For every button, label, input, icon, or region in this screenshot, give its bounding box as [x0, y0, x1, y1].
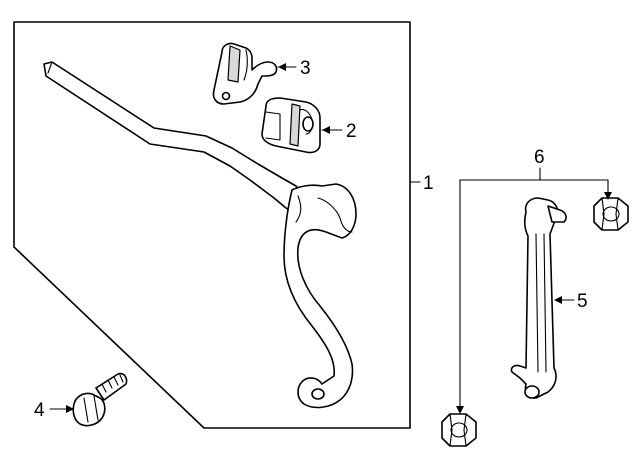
bracket: 3 [212, 42, 311, 105]
callout-label-1: 1 [423, 173, 434, 194]
bar-end-eye [311, 388, 325, 400]
lower-nut [441, 413, 477, 447]
leader-arrow-6-left [456, 406, 464, 414]
stabilizer-bar [43, 61, 357, 409]
bolt: 4 [34, 372, 128, 427]
leader-arrow-3 [278, 63, 286, 71]
leader-arrow-2 [322, 126, 330, 134]
callout-6: 6 [456, 147, 612, 414]
callout-label-3: 3 [300, 58, 311, 79]
leader-arrow-4 [66, 405, 74, 413]
callout-label-4: 4 [34, 400, 45, 421]
callout-label-2: 2 [346, 121, 357, 142]
upper-nut [593, 197, 629, 231]
leader-arrow-6-right [604, 192, 612, 200]
callout-label-5: 5 [577, 291, 588, 312]
stabilizer-link: 5 [510, 197, 588, 399]
callout-1: 1 [409, 173, 434, 194]
bushing: 2 [261, 97, 357, 154]
assembly-frame [13, 21, 411, 429]
leader-arrow-5 [554, 296, 562, 304]
callout-label-6: 6 [534, 147, 545, 168]
